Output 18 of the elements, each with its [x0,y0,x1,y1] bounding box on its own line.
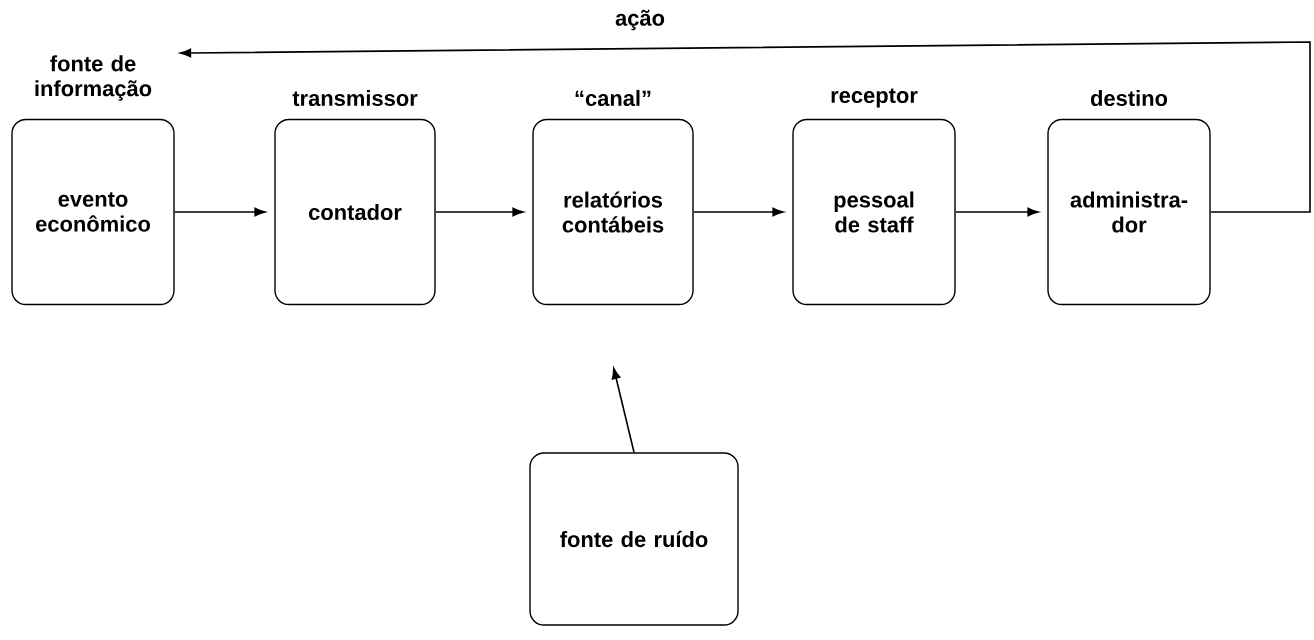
arrow [611,367,635,454]
box-heading: “canal” [575,89,651,107]
box-heading: destino [1090,89,1168,107]
box-heading: receptor [831,88,918,108]
process-box: pessoal de staff [792,118,956,306]
process-box: administra- dor [1047,118,1211,306]
arrow [954,207,1039,217]
process-box: contador [274,118,436,306]
arrow [434,207,524,217]
process-box: evento econômico [11,118,175,306]
arrow [692,207,784,217]
arrow [173,207,266,217]
process-box: relatórios contábeis [532,118,694,306]
process-box: fonte de ruído [529,452,739,626]
box-heading: transmissor [292,89,418,107]
arrow [179,41,1311,213]
edge-label: ação [613,7,667,33]
box-heading: fonte de informação [35,55,152,101]
